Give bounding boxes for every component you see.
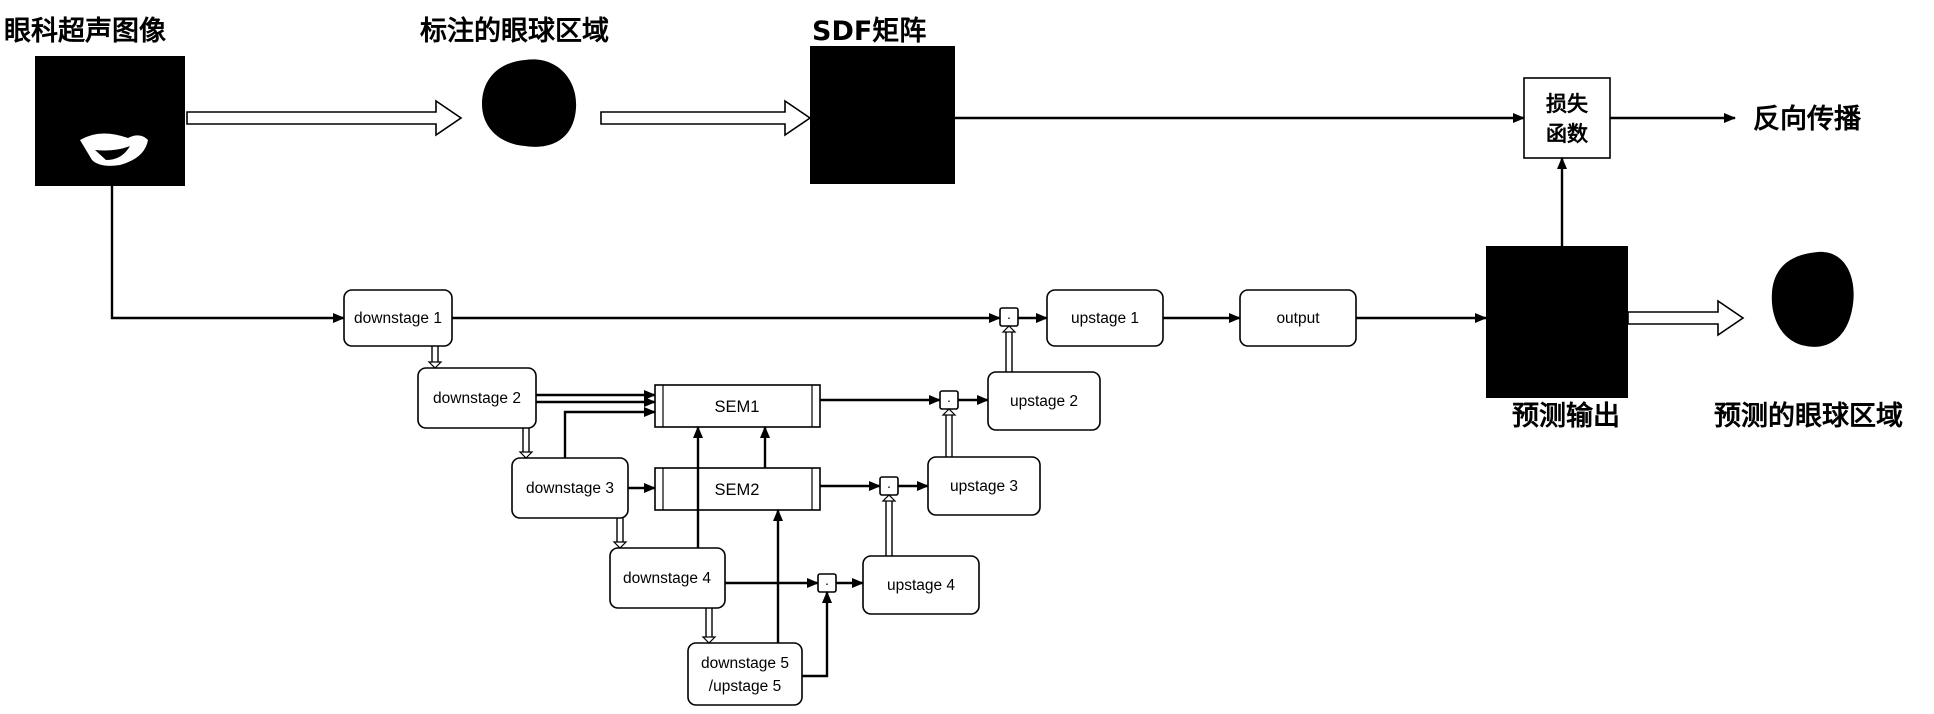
sem2-box [654,467,821,511]
svg-text:·: · [887,478,892,494]
svg-text:·: · [1007,309,1012,325]
backprop-label: 反向传播 [1753,103,1862,135]
downstage4-label: downstage 4 [623,570,711,587]
prediction-output-image [1486,246,1628,398]
upsample-arrow-2-1 [1001,325,1017,372]
annotated-region-label: 标注的眼球区域 [420,15,609,47]
upstage1-label: upstage 1 [1071,310,1139,327]
svg-text:·: · [825,575,830,591]
upstage4-label: upstage 4 [887,577,955,594]
loss-function-box [1523,77,1611,159]
output-label: output [1276,310,1320,327]
predicted-eyeball-blob [1771,251,1854,347]
sdf-matrix-image [810,46,955,184]
hollow-arrow-1 [186,99,463,137]
downstage2-box [417,367,537,429]
annotated-eyeball-blob [482,59,577,147]
input-image-label: 眼科超声图像 [4,16,166,47]
sem1-box [654,384,821,428]
loss-function-label-2: 函数 [1546,122,1589,146]
sem2-label: SEM2 [715,481,760,499]
prediction-output-label: 预测输出 [1512,400,1620,432]
predicted-region-label: 预测的眼球区域 [1714,400,1903,432]
sdf-matrix-label: SDF矩阵 [812,16,926,47]
upsample-arrow-4-3 [881,494,897,556]
input-to-downstage1-arrow [110,186,345,323]
downsample-arrow-4-5 [701,608,717,644]
downstage3-label: downstage 3 [526,480,614,497]
downsample-arrow-3-4 [612,518,628,549]
hollow-arrow-3 [1627,299,1745,337]
hollow-arrow-2 [600,99,812,137]
input-ultrasound-image [35,56,185,186]
downstage5-label-1: downstage 5 [701,655,789,672]
skip-connections [452,313,1487,678]
downstage5-label-2: /upstage 5 [709,678,781,695]
downstage5-box [687,642,803,706]
svg-text:·: · [947,392,952,408]
downsample-arrow-2-3 [518,428,534,459]
downstage2-label: downstage 2 [433,390,521,407]
loss-function-label-1: 损失 [1546,92,1589,116]
upstage3-label: upstage 3 [950,478,1018,495]
upsample-arrow-3-2 [941,408,957,457]
downstage4-box [609,547,726,609]
sem1-label: SEM1 [715,398,760,416]
downsample-arrow-1-2 [427,346,443,369]
upstage2-label: upstage 2 [1010,393,1078,410]
downstage1-label: downstage 1 [354,310,442,327]
